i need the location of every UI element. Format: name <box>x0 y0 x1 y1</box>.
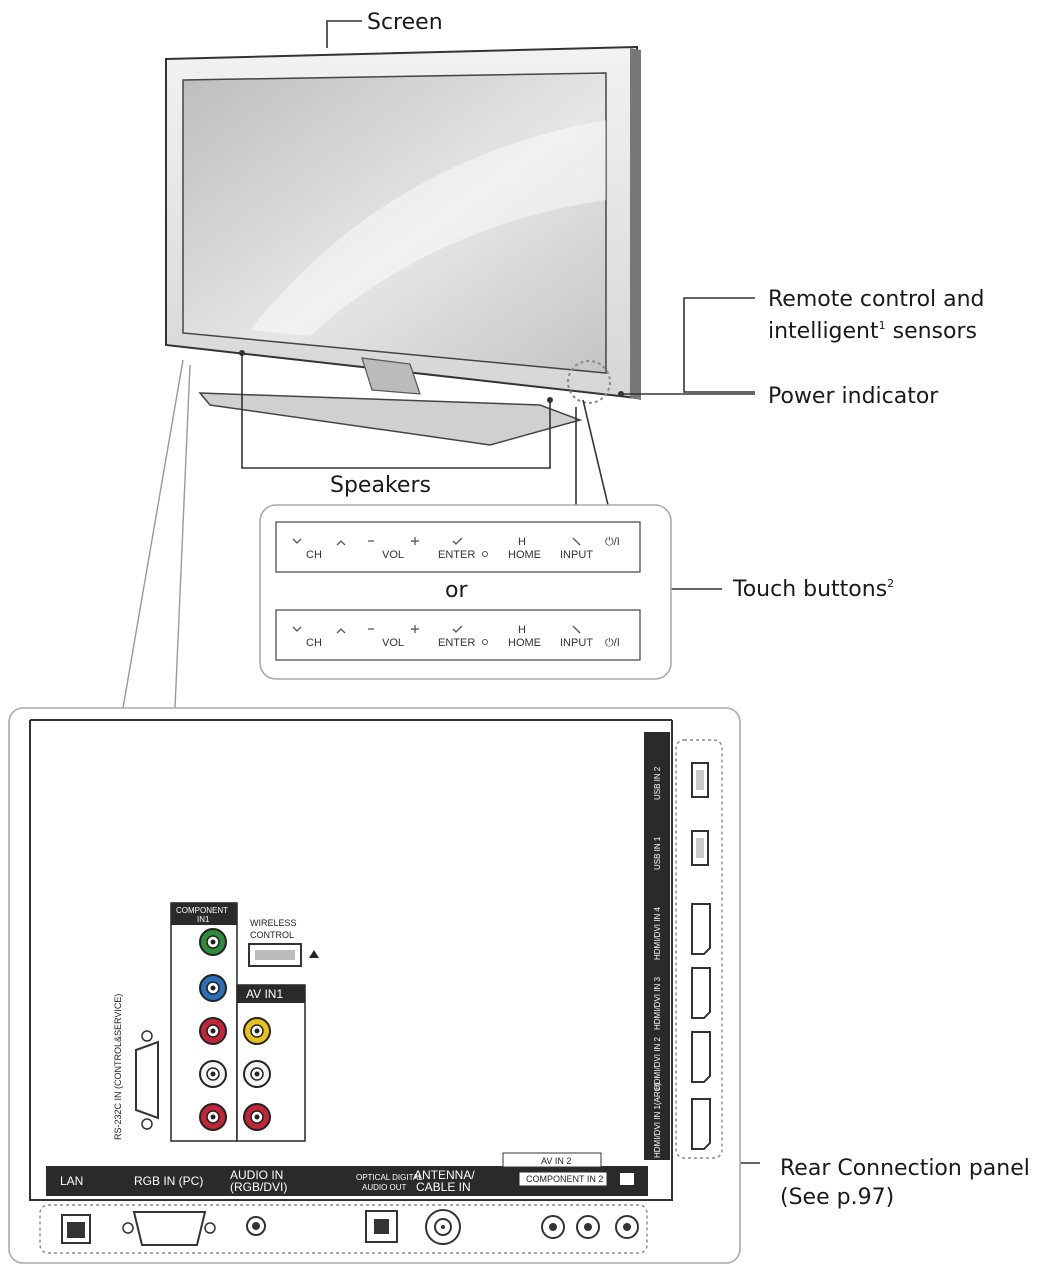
rs232c-port[interactable] <box>135 1040 159 1120</box>
component-in2-label: COMPONENT IN 2 <box>526 1174 603 1184</box>
svg-text:CONTROL: CONTROL <box>250 930 294 940</box>
hdmi1-port[interactable] <box>691 1098 711 1150</box>
av-in2-label: AV IN 2 <box>541 1156 571 1166</box>
lan-label: LAN <box>60 1174 83 1188</box>
usb2-label: USB IN 2 <box>653 766 662 800</box>
or-label: or <box>445 578 468 603</box>
touch-panel-row1 <box>275 521 641 573</box>
svg-text:AUDIO OUT: AUDIO OUT <box>362 1183 407 1192</box>
rs232c-label: RS-232C IN (CONTROL&SERVICE) <box>113 994 123 1140</box>
speakers-bracket-line <box>241 353 551 469</box>
side-port-strip <box>644 732 670 1160</box>
rear-panel-label-line1: Rear Connection panel <box>780 1156 1030 1181</box>
tv-front <box>165 45 641 446</box>
wireless-control-label: WIRELESS <box>250 918 297 928</box>
hdmi4-port[interactable] <box>691 903 711 955</box>
av-in1-label: AV IN1 <box>246 987 283 1001</box>
power-indicator-highlight <box>567 360 611 404</box>
touch-power-2[interactable]: ⏻/I <box>605 637 620 649</box>
remote-bracket-line <box>683 297 755 393</box>
rgb-port[interactable] <box>132 1211 207 1246</box>
touch-buttons-box: or H H CH VOL ENTER HOME INPUT ⏻/I CH VO… <box>259 504 672 680</box>
optical-out-label: OPTICAL DIGITAL <box>356 1173 423 1182</box>
touch-enter-2[interactable]: ENTER <box>438 637 475 649</box>
svg-text:CABLE IN: CABLE IN <box>416 1180 471 1194</box>
touch-power-1[interactable]: ⏻/I <box>605 536 620 548</box>
tv-screen <box>182 72 607 374</box>
svg-text:H: H <box>518 624 526 636</box>
hdmi1-label: HDMI/DVI IN 1(ARC) <box>653 1083 662 1158</box>
touch-input-1[interactable]: INPUT <box>560 549 593 561</box>
touch-buttons-label: Touch buttons2 <box>732 577 894 602</box>
touch-home-2[interactable]: HOME <box>508 637 541 649</box>
usb1-label: USB IN 1 <box>653 836 662 870</box>
svg-text:H: H <box>518 536 526 548</box>
hdmi3-label: HDMI/DVI IN 3 <box>653 977 662 1030</box>
power-indicator-label: Power indicator <box>768 384 939 409</box>
rear-panel: LAN RGB IN (PC) AUDIO IN (RGB/DVI) OPTIC… <box>8 707 741 1264</box>
screen-callout-line <box>326 20 362 48</box>
touch-enter-1[interactable]: ENTER <box>438 549 475 561</box>
touch-ch-2[interactable]: CH <box>306 637 322 649</box>
tv-stand <box>198 392 583 446</box>
remote-label-line2: intelligent1 sensors <box>768 319 977 344</box>
touch-panel-row2 <box>275 609 641 661</box>
hdmi2-label: HDMI/DVI IN 2 <box>653 1037 662 1090</box>
touch-ch-1[interactable]: CH <box>306 549 322 561</box>
rgb-in-label: RGB IN (PC) <box>134 1174 203 1188</box>
touch-input-2[interactable]: INPUT <box>560 637 593 649</box>
touch-vol-2[interactable]: VOL <box>382 637 404 649</box>
touch-vol-1[interactable]: VOL <box>382 549 404 561</box>
hdmi4-label: HDMI/DVI IN 4 <box>653 907 662 960</box>
hdmi3-port[interactable] <box>691 967 711 1019</box>
hdmi2-port[interactable] <box>691 1031 711 1083</box>
antenna-label: ANTENNA/ <box>414 1168 475 1182</box>
screen-label: Screen <box>367 10 443 35</box>
svg-text:(RGB/DVI): (RGB/DVI) <box>230 1180 287 1194</box>
touch-home-1[interactable]: HOME <box>508 549 541 561</box>
remote-label-line1: Remote control and <box>768 287 985 312</box>
rear-panel-label-line2: (See p.97) <box>780 1185 894 1210</box>
audio-in-label: AUDIO IN <box>230 1168 283 1182</box>
svg-text:IN1: IN1 <box>197 915 210 924</box>
component-in1-label: COMPONENT <box>176 906 228 915</box>
speakers-label: Speakers <box>330 473 431 498</box>
